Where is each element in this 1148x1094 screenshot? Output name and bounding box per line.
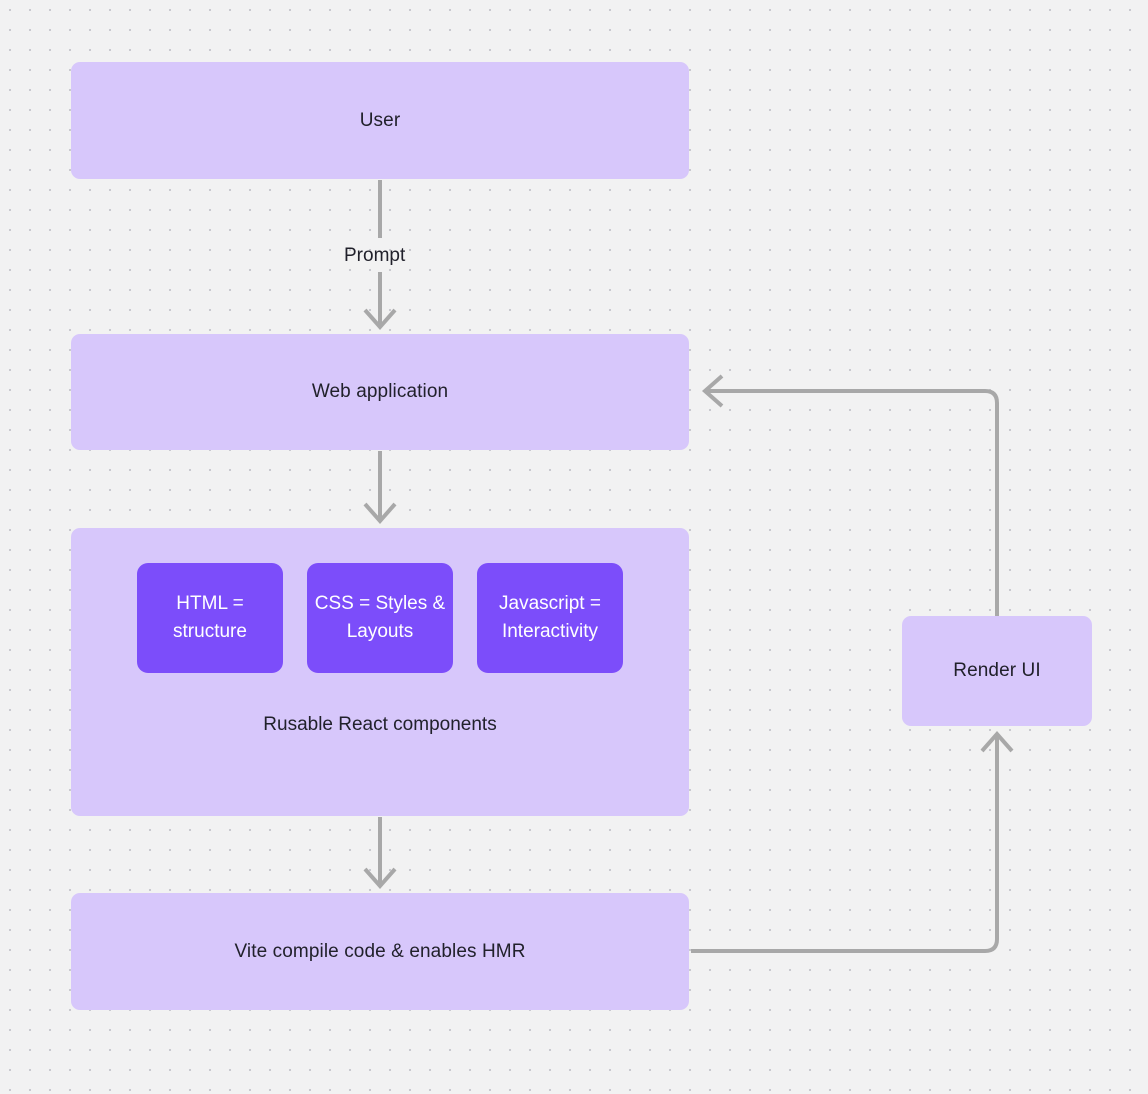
react-components-caption: Rusable React components <box>263 714 497 735</box>
edge-render-to-webapp <box>701 374 999 616</box>
node-user-label: User <box>359 109 401 131</box>
node-render-ui[interactable]: Render UI <box>902 616 1092 726</box>
edge-webapp-to-components <box>363 451 397 525</box>
node-user[interactable]: User <box>71 62 689 179</box>
chip-html-label: HTML = structure <box>173 592 247 643</box>
chip-css[interactable]: CSS = Styles & Layouts <box>307 563 453 673</box>
chip-html[interactable]: HTML = structure <box>137 563 283 673</box>
node-web-application-label: Web application <box>311 381 449 403</box>
chip-javascript-label: Javascript = Interactivity <box>499 592 601 643</box>
node-vite-label: Vite compile code & enables HMR <box>234 940 526 962</box>
node-web-application[interactable]: Web application <box>71 334 689 450</box>
node-render-ui-label: Render UI <box>953 660 1041 682</box>
chip-css-label: CSS = Styles & Layouts <box>314 592 446 643</box>
edge-components-to-vite <box>363 817 397 890</box>
chip-javascript[interactable]: Javascript = Interactivity <box>477 563 623 673</box>
node-vite[interactable]: Vite compile code & enables HMR <box>71 893 689 1010</box>
edge-vite-to-render <box>691 730 1014 953</box>
edge-label-prompt: Prompt <box>344 245 406 266</box>
